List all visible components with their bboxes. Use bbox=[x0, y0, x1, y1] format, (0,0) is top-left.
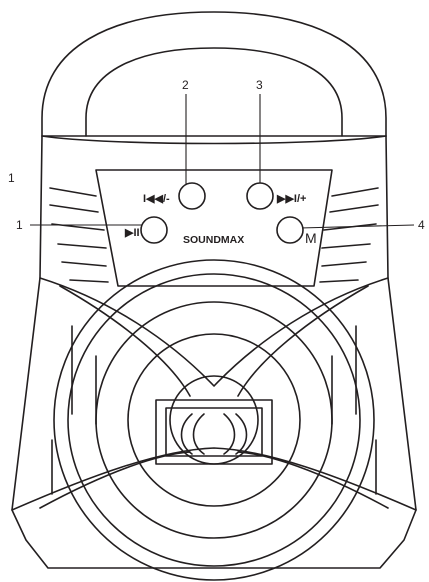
speaker-body-outline bbox=[11, 135, 417, 569]
speaker-cone bbox=[53, 259, 375, 581]
next-button-label: ▶▶I/+ bbox=[276, 193, 306, 205]
callout-1-play: 1 bbox=[16, 218, 23, 232]
play-pause-label: ▶II bbox=[124, 227, 140, 239]
callout-3: 3 bbox=[256, 78, 263, 92]
callout-1-top: 1 bbox=[8, 171, 15, 185]
callout-4: 4 bbox=[418, 218, 425, 232]
mode-button[interactable] bbox=[276, 216, 304, 244]
brand-label: SOUNDMAX bbox=[183, 234, 244, 246]
prev-button-label: I◀◀/- bbox=[143, 193, 170, 205]
mode-label: M bbox=[305, 230, 317, 246]
side-vertical-bars bbox=[51, 325, 377, 495]
play-pause-button[interactable] bbox=[140, 216, 168, 244]
next-volume-up-button[interactable] bbox=[246, 182, 274, 210]
right-grille-slats bbox=[319, 187, 379, 283]
callout-2: 2 bbox=[182, 78, 189, 92]
carry-handle bbox=[41, 11, 387, 137]
left-grille-slats bbox=[49, 187, 109, 283]
callout-leaders bbox=[30, 94, 415, 229]
front-panel-trapezoid bbox=[95, 169, 333, 287]
top-panel-frame bbox=[41, 135, 387, 145]
center-badge bbox=[155, 399, 273, 465]
prev-volume-down-button[interactable] bbox=[178, 182, 206, 210]
front-strap-x bbox=[11, 277, 417, 511]
